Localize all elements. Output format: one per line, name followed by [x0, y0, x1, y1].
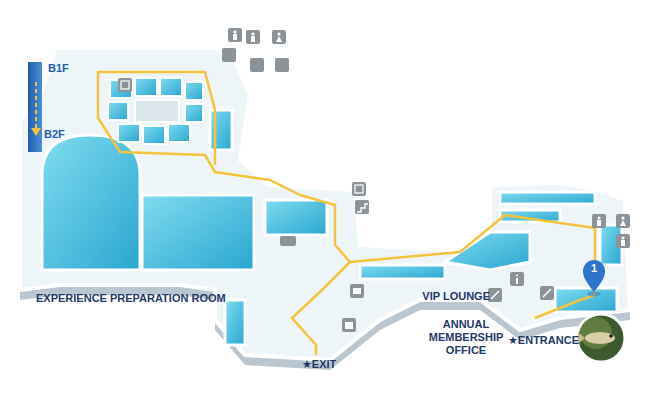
floor-top	[20, 48, 630, 360]
entrance-label: ★ENTRANCE	[508, 334, 579, 347]
fish-photo	[577, 314, 625, 362]
floor-label: B2F	[44, 128, 65, 141]
tank-cluster	[108, 78, 203, 144]
exit-label: ★EXIT	[302, 358, 336, 371]
big-tank	[142, 195, 254, 270]
arch-tank	[42, 135, 140, 270]
room-label: EXPERIENCE PREPARATION ROOM	[36, 292, 226, 305]
floor-label: B1F	[48, 62, 69, 75]
route-dashed	[35, 82, 37, 128]
pin-shadow	[587, 292, 601, 297]
callout-pin	[583, 260, 605, 292]
route-line	[98, 72, 595, 295]
facility-icons	[118, 28, 630, 332]
escalator	[28, 62, 42, 152]
room-label: VIP LOUNGE	[422, 290, 490, 303]
tanks	[210, 110, 622, 345]
route-arrow	[31, 128, 41, 136]
route-line	[292, 262, 350, 355]
icon-glyphs	[121, 30, 626, 329]
room-label: ANNUAL MEMBERSHIP OFFICE	[424, 318, 508, 357]
callout-number: 1	[591, 262, 597, 275]
